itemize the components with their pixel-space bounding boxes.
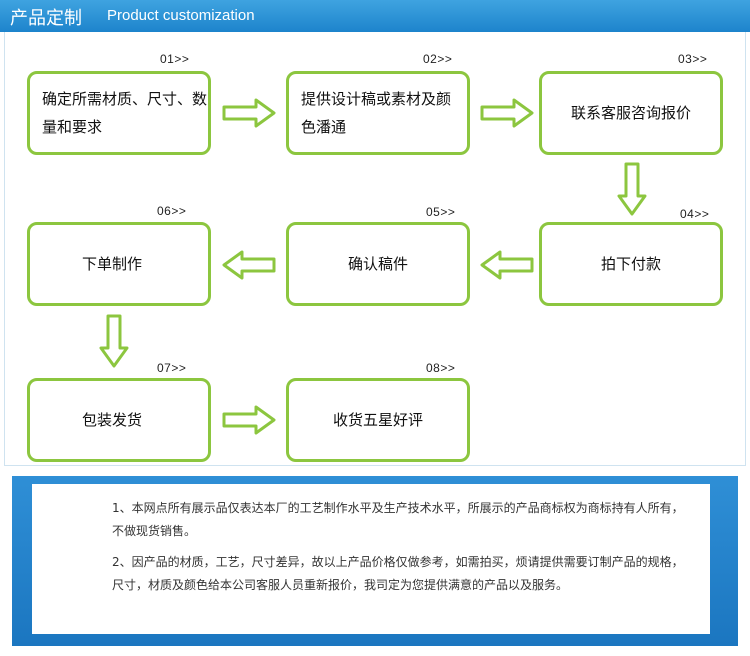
notice-content: 1、本网点所有展示品仅表达本厂的工艺制作水平及生产技术水平，所展示的产品商标权为… bbox=[32, 484, 710, 634]
step-number-3: 03>> bbox=[678, 52, 708, 66]
step-number-8: 08>> bbox=[426, 361, 456, 375]
notice-item-2: 2、因产品的材质，工艺，尺寸差异，故以上产品价格仅做参考，如需拍买，烦请提供需要… bbox=[112, 555, 684, 592]
flow-frame bbox=[4, 32, 746, 466]
step-number-5: 05>> bbox=[426, 205, 456, 219]
step-label-5: 确认稿件 bbox=[347, 255, 408, 273]
step-box-2: 提供设计稿或素材及颜色潘通 bbox=[286, 71, 470, 155]
notice-panel: 1、本网点所有展示品仅表达本厂的工艺制作水平及生产技术水平，所展示的产品商标权为… bbox=[12, 476, 738, 646]
step-box-6: 下单制作 bbox=[27, 222, 211, 306]
arrow-left-icon bbox=[222, 250, 276, 280]
step-label-6: 下单制作 bbox=[82, 255, 143, 273]
arrow-down-icon bbox=[99, 314, 129, 368]
arrow-right-icon bbox=[222, 405, 276, 435]
step-box-7: 包装发货 bbox=[27, 378, 211, 462]
step-label-1: 确定所需材质、尺寸、数量和要求 bbox=[42, 90, 208, 136]
arrow-right-icon bbox=[480, 98, 534, 128]
step-number-7: 07>> bbox=[157, 361, 187, 375]
step-label-8: 收货五星好评 bbox=[332, 411, 423, 429]
step-label-7: 包装发货 bbox=[82, 411, 143, 429]
step-label-4: 拍下付款 bbox=[600, 255, 661, 273]
header-bar: 产品定制 Product customization bbox=[0, 0, 750, 32]
arrow-right-icon bbox=[222, 98, 276, 128]
page-title: 产品定制 bbox=[10, 8, 82, 29]
step-number-2: 02>> bbox=[423, 52, 453, 66]
step-label-3: 联系客服咨询报价 bbox=[570, 104, 691, 122]
page-subtitle: Product customization bbox=[107, 7, 255, 24]
step-number-4: 04>> bbox=[680, 207, 710, 221]
arrow-left-icon bbox=[480, 250, 534, 280]
step-label-2: 提供设计稿或素材及颜色潘通 bbox=[301, 90, 452, 136]
step-box-1: 确定所需材质、尺寸、数量和要求 bbox=[27, 71, 211, 155]
arrow-down-icon bbox=[617, 162, 647, 216]
step-box-3: 联系客服咨询报价 bbox=[539, 71, 723, 155]
step-number-6: 06>> bbox=[157, 204, 187, 218]
step-box-5: 确认稿件 bbox=[286, 222, 470, 306]
step-number-1: 01>> bbox=[160, 52, 190, 66]
notice-item-1: 1、本网点所有展示品仅表达本厂的工艺制作水平及生产技术水平，所展示的产品商标权为… bbox=[112, 501, 684, 538]
step-box-8: 收货五星好评 bbox=[286, 378, 470, 462]
step-box-4: 拍下付款 bbox=[539, 222, 723, 306]
